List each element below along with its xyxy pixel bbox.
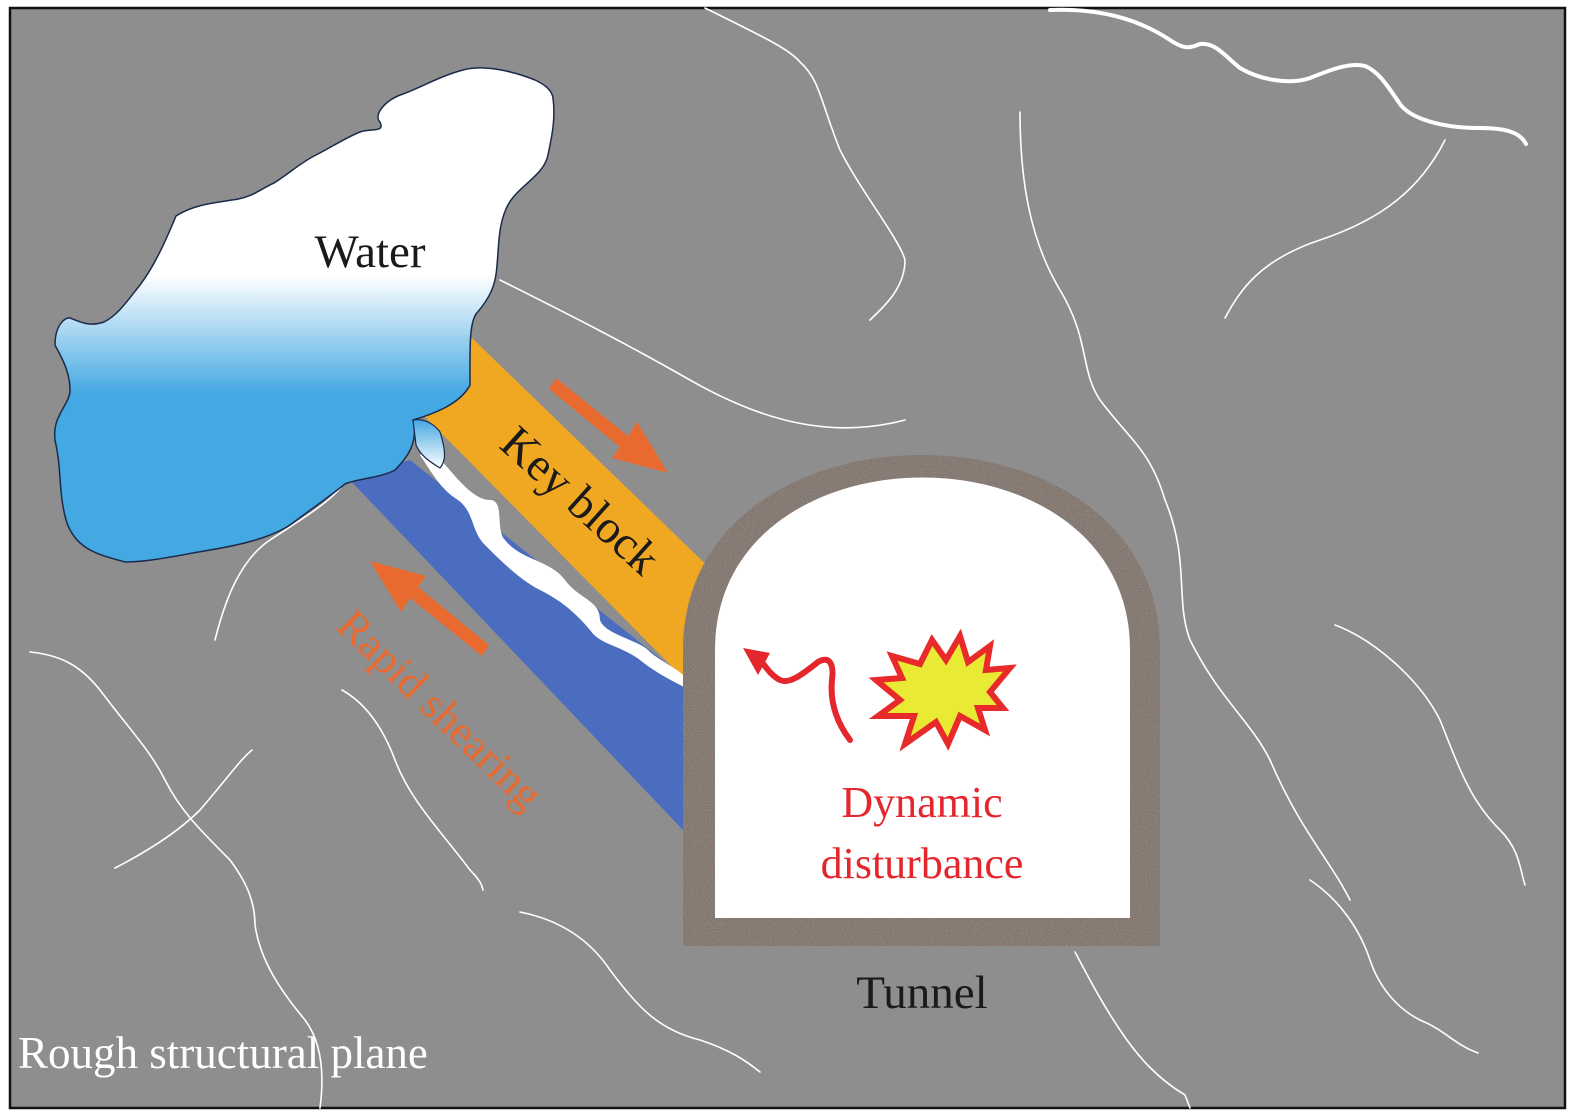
water-body (54, 67, 555, 563)
water-wedge (412, 419, 446, 469)
tunnel-label: Tunnel (856, 967, 987, 1019)
shear-arrow-down-icon (549, 378, 668, 473)
rough-contact (420, 448, 695, 690)
water-label: Water (314, 226, 425, 278)
dynamic-label-line1: Dynamic (841, 778, 1002, 827)
rock-cracks (29, 7, 1526, 1109)
rough-plane-label: Rough structural plane (18, 1028, 428, 1078)
thick-crack (1048, 7, 1528, 146)
key-block (418, 338, 722, 690)
shear-arrow-up-icon (370, 561, 489, 656)
lower-block (348, 460, 700, 830)
wavy-arrow-icon (743, 648, 853, 743)
burst-icon (868, 628, 1017, 752)
dynamic-label-line2: disturbance (821, 839, 1024, 888)
